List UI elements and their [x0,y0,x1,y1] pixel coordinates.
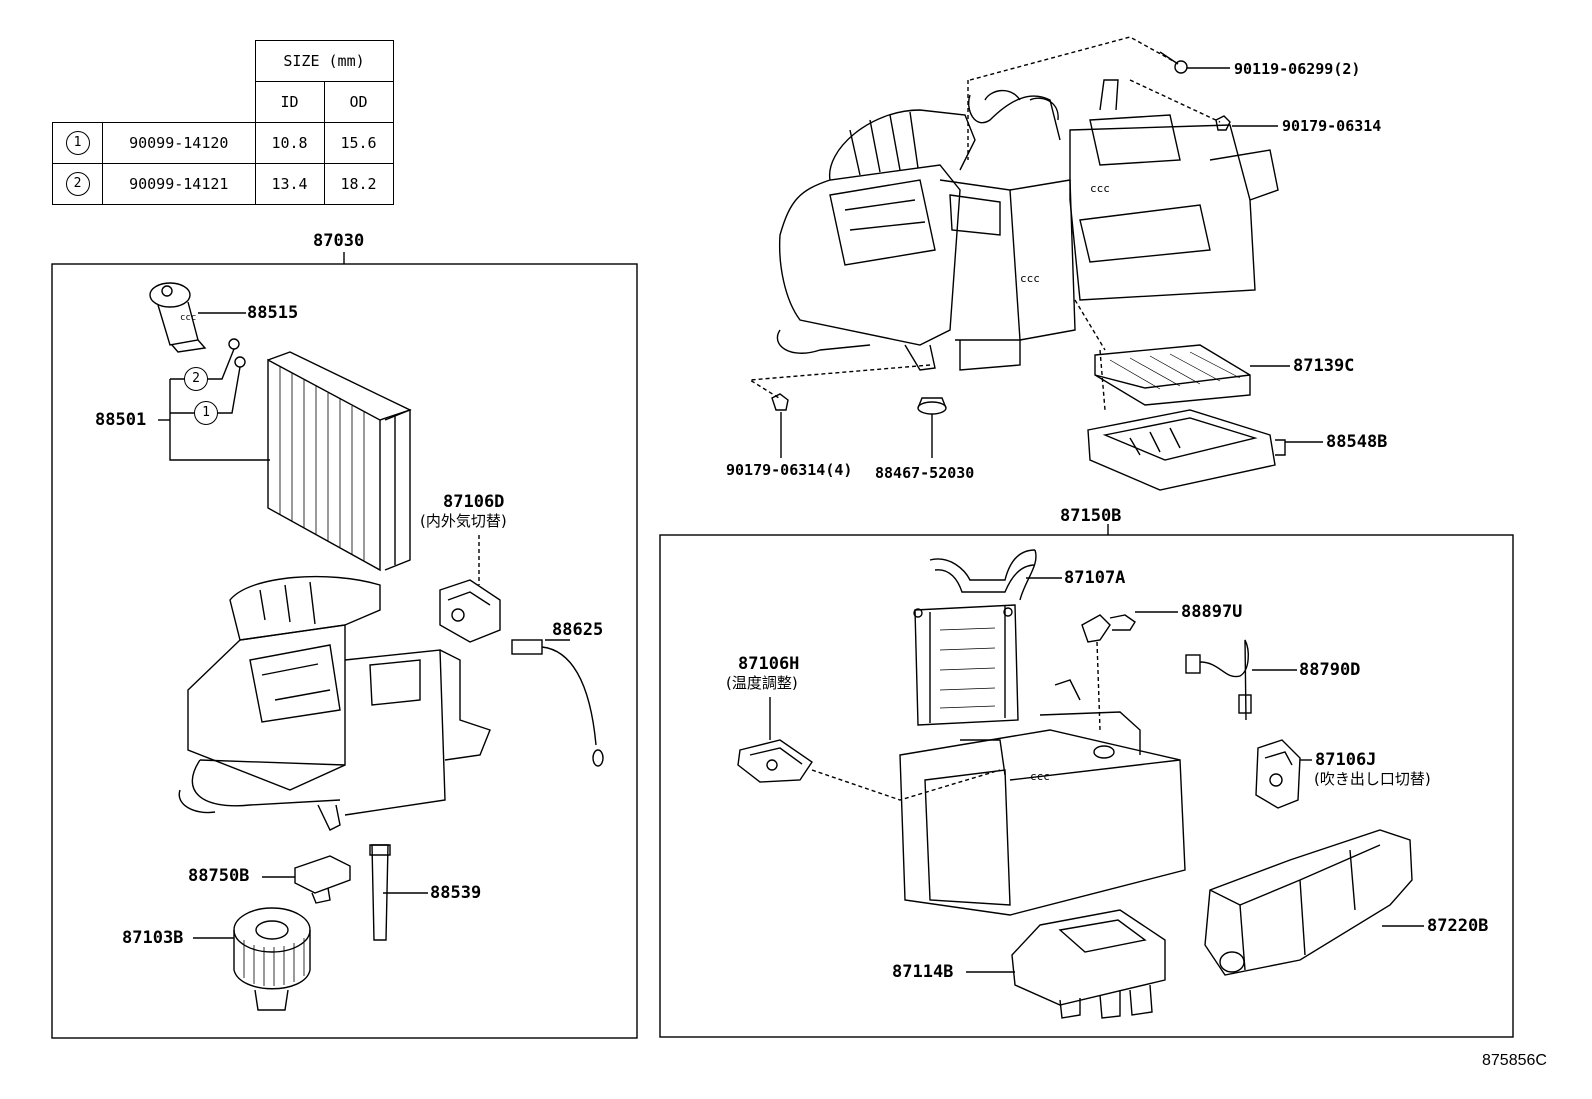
expansion-valve-drawing: ccc [149,282,207,353]
part-label-88897u[interactable]: 88897U [1181,602,1243,622]
wire-harness-drawing [1185,639,1252,721]
part-label-88750b[interactable]: 88750B [188,866,250,886]
resistor-drawing [294,855,351,904]
table-row: 1 90099-14120 10.8 15.6 [52,122,394,164]
screw-90119-drawing [1159,51,1188,74]
part-label-88467[interactable]: 88467-52030 [875,464,975,482]
part-label-90119[interactable]: 90119-06299(2) [1234,60,1361,78]
part-label-88625[interactable]: 88625 [552,620,604,640]
figure-id: 875856C [1482,1052,1547,1069]
size-table: SIZE (mm) ID OD 1 90099-14120 10.8 15.6 … [52,40,394,205]
svg-text:ccc: ccc [1030,770,1050,783]
part-label-88539[interactable]: 88539 [430,883,482,903]
svg-text:ccc: ccc [1090,182,1110,195]
part-label-87106h[interactable]: 87106H [738,654,800,674]
part-label-87107a[interactable]: 87107A [1064,568,1126,588]
actuator-87106d-drawing [439,579,501,643]
sensor-88897u-drawing [1081,614,1136,643]
part-label-87103b[interactable]: 87103B [122,928,184,948]
size-header: SIZE (mm) [254,40,394,82]
part-label-87139c[interactable]: 87139C [1293,356,1355,376]
nut-bottom-drawing [771,393,789,411]
heater-core-drawing [913,549,1037,726]
part-note-87106j: (吹き出し口切替) [1314,770,1431,788]
group-label-right: 87150B [1060,506,1122,526]
blower-case-drawing [178,575,491,831]
col-id: ID [254,81,325,123]
heater-case-drawing: ccc [899,679,1186,916]
part-label-90179-bottom[interactable]: 90179-06314(4) [726,461,853,479]
actuator-87106j-drawing [1255,739,1301,809]
duct-87114b-drawing [1011,909,1166,1019]
row-od: 15.6 [323,122,394,164]
part-label-87114b[interactable]: 87114B [892,962,954,982]
part-label-87106d[interactable]: 87106D [443,492,505,512]
nut-top-drawing [1215,115,1231,131]
blower-motor-drawing [233,907,311,1011]
o-ring-mark-2: 2 [184,367,208,391]
part-label-90179-top[interactable]: 90179-06314 [1282,117,1382,135]
row-part: 90099-14121 [102,163,256,205]
filter-drawing [1094,344,1251,406]
duct-87220b-drawing [1204,829,1413,976]
part-note-87106h: (温度調整) [726,674,798,692]
part-note-87106d: (内外気切替) [420,512,507,530]
actuator-87106h-drawing [737,739,813,783]
part-label-88501[interactable]: 88501 [95,410,147,430]
svg-text:ccc: ccc [1020,272,1040,285]
part-label-88515[interactable]: 88515 [247,303,299,323]
group-label-left: 87030 [313,231,365,251]
grommet-drawing [917,397,947,415]
row-od: 18.2 [323,163,394,205]
sensor-88625-drawing [511,639,604,767]
drain-hose-drawing [369,844,391,941]
evaporator-drawing [267,351,412,572]
part-label-88548b[interactable]: 88548B [1326,432,1388,452]
row-mark: 2 [65,172,90,196]
group-box-right [659,534,1514,1038]
row-mark: 1 [65,131,90,155]
table-row: 2 90099-14121 13.4 18.2 [52,163,394,205]
part-label-87220b[interactable]: 87220B [1427,916,1489,936]
svg-text:ccc: ccc [180,313,196,323]
part-label-88790d[interactable]: 88790D [1299,660,1361,680]
hvac-unit-assembly-drawing: ccc ccc [776,79,1279,371]
o-ring-mark-1: 1 [194,401,218,425]
filter-case-drawing [1087,409,1286,491]
part-label-87106j[interactable]: 87106J [1315,750,1377,770]
row-id: 13.4 [254,163,325,205]
